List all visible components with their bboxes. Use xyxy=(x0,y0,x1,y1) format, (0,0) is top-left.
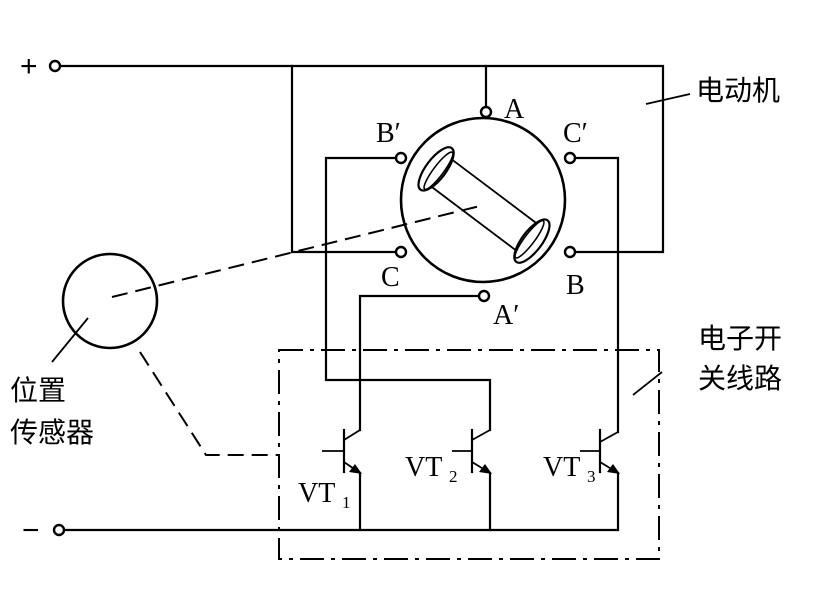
label-B-prime: B′ xyxy=(376,118,401,149)
winding-leads xyxy=(324,156,620,434)
motor-label: 电动机 xyxy=(696,74,780,107)
label-C-prime: C′ xyxy=(563,118,588,149)
transistor-vt1: VT 1 xyxy=(298,428,362,532)
label-A: A xyxy=(504,94,525,125)
terminal-B-prime xyxy=(394,151,408,165)
motor: A B′ C′ C B A′ 电动机 xyxy=(376,74,780,331)
sensor-signal-line xyxy=(139,351,279,456)
plus-sign: + xyxy=(20,50,38,83)
motor-rotor xyxy=(417,146,551,264)
vt1-label: VT xyxy=(298,478,335,509)
positive-rail: + xyxy=(20,50,665,254)
electronic-switch-circuit: 电子开 关线路 xyxy=(278,322,782,560)
switch-label-line2: 关线路 xyxy=(698,362,782,395)
vt2-label: VT xyxy=(405,452,442,483)
switch-circuit-boundary xyxy=(278,349,660,560)
motor-stator xyxy=(399,116,567,284)
vt3-subscript: 3 xyxy=(587,467,596,486)
vt1-subscript: 1 xyxy=(342,493,351,512)
negative-rail: − xyxy=(22,514,620,547)
sensor-label-line2: 传感器 xyxy=(10,416,94,449)
terminal-C-prime xyxy=(563,151,577,165)
label-B: B xyxy=(566,270,585,301)
vt3-label: VT xyxy=(543,452,580,483)
sensor-body xyxy=(61,252,159,350)
vt2-subscript: 2 xyxy=(449,467,458,486)
positive-terminal xyxy=(48,59,62,73)
negative-terminal xyxy=(52,523,66,537)
terminal-A-prime xyxy=(477,289,491,303)
sensor-label-line1: 位置 xyxy=(10,374,66,407)
label-A-prime: A′ xyxy=(493,300,519,331)
terminal-B xyxy=(563,245,577,259)
transistor-vt3: VT 3 xyxy=(543,428,620,532)
terminal-C xyxy=(394,245,408,259)
switch-label-line1: 电子开 xyxy=(698,322,782,355)
label-C: C xyxy=(381,262,400,293)
minus-sign: − xyxy=(22,514,40,547)
terminal-A xyxy=(479,105,493,119)
sensor-coupling-line xyxy=(111,204,485,298)
position-sensor: 位置 传感器 xyxy=(10,204,485,456)
transistor-vt2: VT 2 xyxy=(405,428,492,532)
